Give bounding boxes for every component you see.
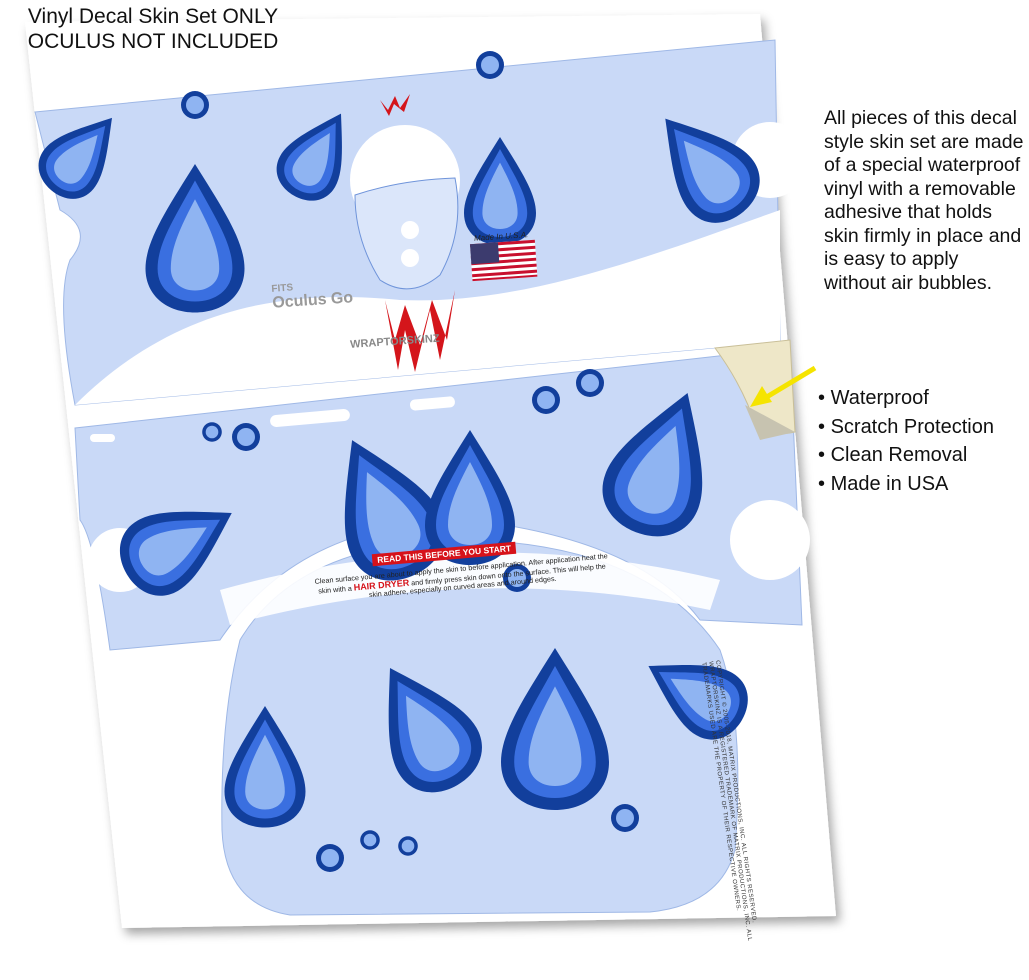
feature-item: Scratch Protection bbox=[818, 413, 994, 442]
header-title: Vinyl Decal Skin Set ONLY OCULUS NOT INC… bbox=[8, 4, 298, 54]
yellow-arrow-icon bbox=[750, 365, 817, 407]
feature-list: Waterproof Scratch Protection Clean Remo… bbox=[818, 384, 994, 498]
feature-item: Made in USA bbox=[818, 470, 994, 499]
usa-flag-icon bbox=[469, 239, 538, 282]
feature-item: Waterproof bbox=[818, 384, 994, 413]
header-line-2: OCULUS NOT INCLUDED bbox=[27, 30, 279, 53]
feature-item: Clean Removal bbox=[818, 441, 994, 470]
fits-label: FITS Oculus Go bbox=[271, 279, 354, 313]
wraptorskinz-logo bbox=[380, 94, 455, 372]
decal-sheet-illustration: WRAPTORSKINZ bbox=[25, 14, 836, 928]
product-description: All pieces of this decal style skin set … bbox=[824, 107, 1024, 294]
header-line-1: Vinyl Decal Skin Set ONLY bbox=[27, 5, 279, 28]
